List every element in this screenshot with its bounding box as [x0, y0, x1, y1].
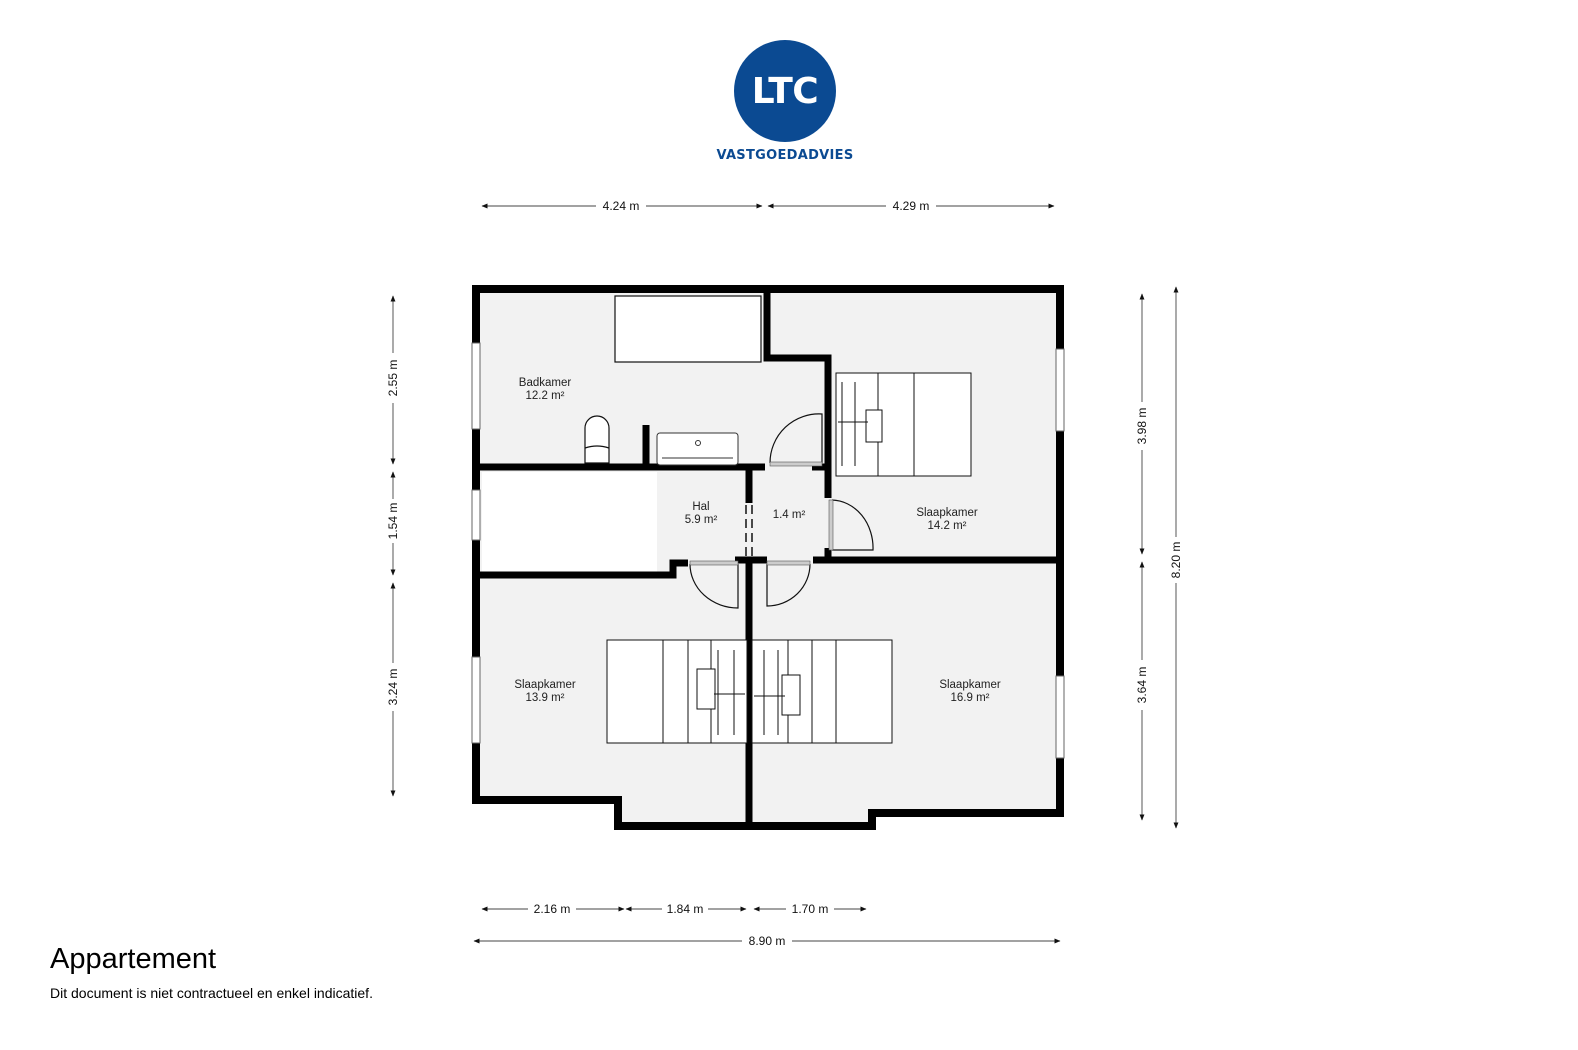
dim-right-2: 3.64 m [1135, 667, 1149, 704]
room-name: Slaapkamer [916, 507, 978, 519]
dim-bottom-2: 1.84 m [667, 902, 704, 916]
disclaimer: Dit document is niet contractueel en enk… [50, 985, 373, 1001]
room-name: Hal [692, 501, 709, 513]
room-area: 5.9 m² [685, 514, 718, 526]
bed-icon [835, 372, 972, 477]
room-name: Badkamer [519, 377, 572, 389]
dim-top-left: 4.24 m [603, 199, 640, 213]
dim-left-2: 1.54 m [386, 503, 400, 540]
bed-icon [751, 639, 893, 744]
windows [471, 342, 1065, 759]
interior-walls [476, 289, 1060, 826]
room-area: 13.9 m² [526, 692, 565, 704]
exterior-walls [472, 285, 1064, 830]
toilet-icon [584, 415, 610, 464]
room-area: 1.4 m² [773, 509, 806, 521]
ltc-logo: LTC [734, 40, 836, 142]
dim-bottom-total: 8.90 m [749, 934, 786, 948]
room-name: Slaapkamer [514, 679, 576, 691]
dim-right-1: 3.98 m [1135, 408, 1149, 445]
dim-left-3: 3.24 m [386, 669, 400, 706]
logo-text: LTC [751, 70, 819, 112]
room-area: 12.2 m² [526, 390, 565, 402]
dim-bottom-1: 2.16 m [534, 902, 571, 916]
dim-right-total: 8.20 m [1169, 542, 1183, 579]
logo-subtitle: VASTGOEDADVIES [716, 148, 854, 163]
dim-top-right: 4.29 m [893, 199, 930, 213]
room-name: Slaapkamer [939, 679, 1001, 691]
sink-icon [656, 432, 739, 466]
dim-bottom-3: 1.70 m [792, 902, 829, 916]
room-area: 16.9 m² [951, 692, 990, 704]
doors [689, 413, 874, 609]
dim-left-1: 2.55 m [386, 360, 400, 397]
dimension-labels: 4.24 m 4.29 m 2.55 m 1.54 m 3.24 m 3.98 … [386, 199, 1183, 948]
room-area: 14.2 m² [928, 520, 967, 532]
bed-icon [606, 639, 748, 744]
dimension-lines [390, 203, 1179, 944]
plan-title: Appartement [50, 943, 217, 975]
room-labels: Badkamer 12.2 m² Hal 5.9 m² 1.4 m² Slaap… [514, 377, 1001, 704]
